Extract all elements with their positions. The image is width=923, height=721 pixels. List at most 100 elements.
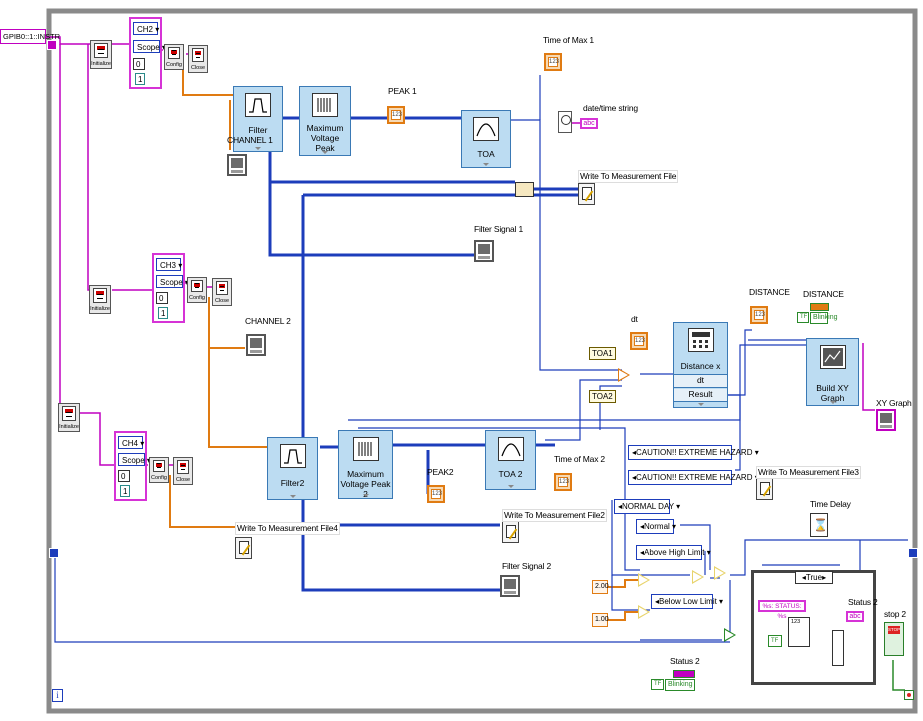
constant-1-00[interactable]: 1.00: [592, 613, 609, 627]
loop-stop-terminal[interactable]: [904, 690, 914, 700]
numeric-control-1[interactable]: 1: [135, 73, 145, 85]
merge-signals-node[interactable]: [515, 182, 534, 197]
visa-tunnel[interactable]: [47, 40, 57, 50]
config-vi-3[interactable]: Config: [149, 457, 169, 483]
numeric-control-0[interactable]: 0: [118, 470, 130, 482]
expand-arrow-icon: [483, 163, 489, 166]
initialize-vi-3[interactable]: Initialize: [58, 403, 80, 432]
xy-graph-label: XY Graph: [876, 398, 912, 408]
time-delay-express-vi[interactable]: [810, 513, 828, 537]
get-datetime-vi[interactable]: [558, 111, 572, 133]
format-into-string-node[interactable]: 123: [788, 617, 810, 647]
status2-string-indicator[interactable]: abc: [846, 611, 864, 622]
distance-tf-terminal[interactable]: TF: [797, 312, 809, 323]
mode-select[interactable]: Scope ▾: [156, 275, 189, 288]
case-next-icon[interactable]: ▸: [822, 573, 827, 582]
channel-select-ch2[interactable]: CH2 ▾: [133, 22, 159, 35]
stop2-button[interactable]: STOP: [884, 622, 904, 656]
right-shift-register[interactable]: [908, 548, 918, 558]
write-file4-label: Write To Measurement File4: [235, 522, 340, 535]
filter-signal2-graph-terminal[interactable]: [500, 575, 520, 597]
visa-resource-control[interactable]: GPIB0::1::INSTR: [0, 29, 60, 44]
dt-indicator[interactable]: 123: [630, 332, 648, 350]
write-measurement-file-2[interactable]: [502, 521, 519, 543]
channel-cluster-ch2[interactable]: CH2 ▾ Scope ▾ 0 1: [129, 17, 166, 89]
channel-cluster-ch4[interactable]: CH4 ▾ Scope ▾ 0 1: [114, 431, 151, 501]
numeric-control-1[interactable]: 1: [120, 485, 130, 497]
numeric-control-0[interactable]: 0: [133, 58, 145, 70]
filter-signal1-graph-terminal[interactable]: [474, 240, 494, 262]
distance-indicator-label: DISTANCE: [749, 287, 790, 297]
below-low-limit-enum[interactable]: ◂Below Low Limit ▾: [651, 594, 723, 609]
mode-select[interactable]: Scope ▾: [118, 453, 151, 466]
case-selector[interactable]: ◂True▸: [795, 571, 833, 584]
filter2-express-vi[interactable]: Filter2: [267, 437, 318, 500]
indicator-type: 123: [754, 310, 766, 320]
distance-express-vi[interactable]: Distance x dt Result: [673, 322, 728, 408]
filter-express-vi[interactable]: Filter: [233, 86, 283, 152]
status2-blinking-led[interactable]: Blinking: [665, 679, 695, 691]
datetime-string-indicator[interactable]: abc: [580, 118, 598, 129]
numeric-control-1[interactable]: 1: [158, 307, 168, 319]
distance-indicator[interactable]: 123: [750, 306, 768, 324]
expand-arrow-icon: [829, 401, 836, 404]
case-prev-icon[interactable]: ◂: [801, 573, 806, 582]
write-measurement-file-1[interactable]: [578, 183, 595, 205]
expand-arrow-icon: [362, 494, 369, 497]
status2-tf-terminal[interactable]: TF: [651, 679, 664, 690]
normal-day-enum[interactable]: ◂NORMAL DAY ▾: [614, 499, 680, 514]
indicator-type: 123: [391, 110, 403, 120]
write-measurement-file-4[interactable]: [235, 537, 252, 559]
caution-enum-1[interactable]: ◂CAUTION!! EXTREME HAZARD ▾: [628, 445, 759, 460]
config-vi-2[interactable]: Config: [187, 277, 207, 303]
write-file3-label: Write To Measurement File3: [756, 466, 861, 479]
greater-than-node[interactable]: [638, 573, 650, 587]
read-vi-2[interactable]: Close: [212, 278, 232, 306]
select-node-2[interactable]: [714, 566, 726, 580]
channel-select-value: CH3: [160, 261, 177, 270]
indicator-type: 123: [548, 57, 560, 67]
left-shift-register[interactable]: [49, 548, 59, 558]
above-high-limit-enum[interactable]: ◂Above High Limit ▾: [636, 545, 711, 560]
toa2-constant[interactable]: TOA2: [589, 390, 616, 403]
build-xy-graph-express-vi[interactable]: Build XY Graph: [806, 338, 859, 406]
time-of-max2-indicator[interactable]: 123: [554, 473, 572, 491]
normal-enum[interactable]: ◂Normal ▾: [636, 519, 676, 534]
constant-2-00[interactable]: 2.00: [592, 580, 609, 594]
read-vi-1[interactable]: Close: [188, 45, 208, 73]
write-measurement-file-3[interactable]: [756, 478, 773, 500]
select-node-3[interactable]: [724, 628, 736, 642]
subtract-node[interactable]: [618, 368, 630, 382]
read-vi-3[interactable]: Close: [173, 457, 193, 485]
channel2-graph-terminal[interactable]: [246, 334, 266, 356]
channel-select-ch3[interactable]: CH3 ▾: [156, 258, 182, 271]
concat-node[interactable]: [832, 630, 844, 666]
numeric-control-0[interactable]: 0: [156, 292, 168, 304]
peak2-label: PEAK2: [427, 467, 454, 477]
max-voltage-peak-express-vi[interactable]: Maximum Voltage Peak: [299, 86, 351, 156]
select-node-1[interactable]: [692, 570, 704, 584]
increment-arrow-icon: ◂: [655, 597, 660, 606]
channel-cluster-ch3[interactable]: CH3 ▾ Scope ▾ 0 1: [152, 253, 189, 323]
channel-select-ch4[interactable]: CH4 ▾: [118, 436, 144, 449]
caution-enum-2[interactable]: ◂CAUTION!! EXTREME HAZARD ▾: [628, 470, 759, 485]
toa2-express-vi[interactable]: TOA 2: [485, 430, 536, 490]
status-format-string[interactable]: %s: STATUS: %s: [758, 600, 806, 620]
initialize-vi-2[interactable]: Initialize: [89, 285, 111, 314]
time-of-max1-indicator[interactable]: 123: [544, 53, 562, 71]
mode-select[interactable]: Scope ▾: [133, 40, 166, 53]
peak2-indicator[interactable]: 123: [427, 485, 445, 503]
channel1-graph-terminal[interactable]: [227, 154, 247, 176]
xy-graph-terminal[interactable]: [876, 409, 896, 431]
peak1-indicator[interactable]: 123: [387, 106, 405, 124]
iteration-terminal[interactable]: i: [52, 689, 63, 702]
toa1-constant[interactable]: TOA1: [589, 347, 616, 360]
distance-blinking-led[interactable]: Blinking: [810, 312, 838, 324]
case-structure[interactable]: ◂True▸ %s: STATUS: %s 123 TF: [751, 570, 876, 685]
initialize-vi-1[interactable]: Initialize: [90, 40, 112, 69]
toa-express-vi[interactable]: TOA: [461, 110, 511, 168]
max-voltage-peak2-express-vi[interactable]: Maximum Voltage Peak 2: [338, 430, 393, 499]
less-than-node[interactable]: [638, 605, 650, 619]
config-vi-1[interactable]: Config: [164, 44, 184, 70]
case-tf-constant[interactable]: TF: [768, 635, 782, 647]
